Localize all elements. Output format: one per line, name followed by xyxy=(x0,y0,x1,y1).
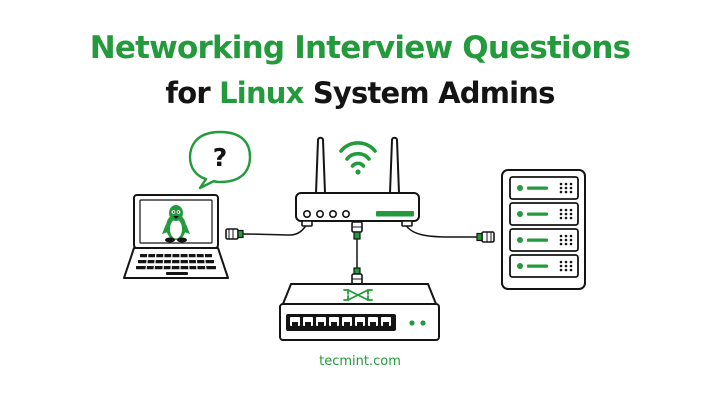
wifi-router-icon xyxy=(295,136,420,227)
switch-arrows-icon xyxy=(343,289,373,301)
title-suffix: System Admins xyxy=(303,76,556,110)
server-rack-icon xyxy=(501,169,586,290)
site-credit: tecmint.com xyxy=(319,354,401,369)
question-mark-text: ? xyxy=(213,143,228,172)
title-prefix: for xyxy=(165,76,220,110)
router-bottom-plug-icon xyxy=(351,221,363,240)
title-accent-linux: Linux xyxy=(219,76,304,110)
tux-penguin-icon xyxy=(162,205,190,243)
page-title-line-1: Networking Interview Questions xyxy=(89,30,631,66)
laptop-ethernet-plug-icon xyxy=(225,228,244,240)
laptop-icon xyxy=(123,194,229,279)
server-ethernet-plug-icon xyxy=(476,231,495,243)
speech-bubble-question-icon: ? xyxy=(188,130,252,190)
page-title-line-2: for Linux System Admins xyxy=(0,76,720,110)
network-switch-icon xyxy=(279,267,440,341)
wifi-signal-icon xyxy=(339,141,377,175)
